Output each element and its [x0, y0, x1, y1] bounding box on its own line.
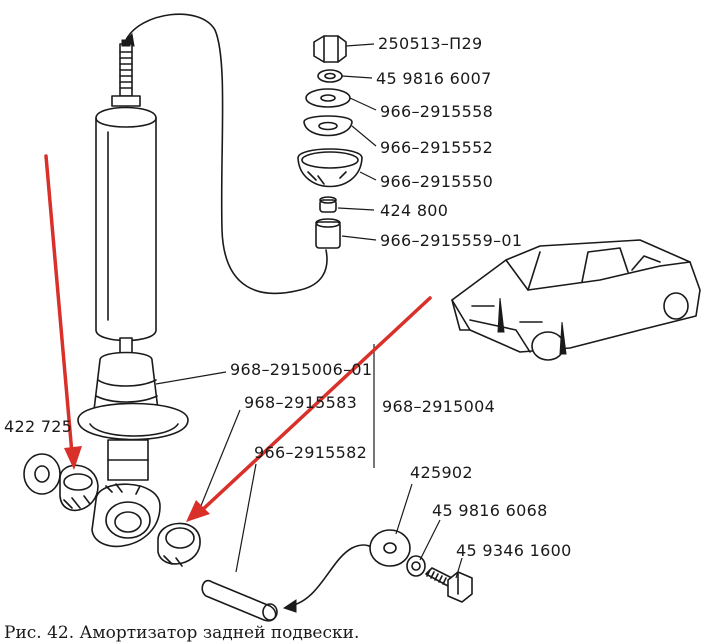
shock-absorber — [77, 39, 189, 548]
label-bushing-583: 968–2915583 — [244, 393, 357, 412]
leader-lines-lower — [155, 344, 463, 579]
lower-left-parts — [23, 453, 99, 512]
label-bolt: 45 9346 1600 — [456, 541, 572, 560]
car-illustration — [451, 239, 701, 361]
leader-lines-upper — [337, 43, 377, 241]
part-labels: 250513–П29 45 9816 6007 966–2915558 966–… — [4, 34, 572, 560]
lower-fasteners — [369, 529, 473, 603]
red-arrow-right — [186, 296, 432, 522]
label-cushion: 966–2915550 — [380, 172, 493, 191]
assembly-path-lower — [289, 544, 373, 607]
nut-icon — [313, 35, 347, 63]
label-bushing: 424 800 — [380, 201, 448, 220]
label-shock-body: 968–2915006–01 — [230, 360, 372, 379]
label-spring-washer: 45 9816 6007 — [376, 69, 492, 88]
label-left-washer: 422 725 — [4, 417, 72, 436]
label-lock-washer: 45 9816 6068 — [432, 501, 548, 520]
figure-caption: Рис. 42. Амортизатор задней подвески. — [4, 623, 359, 643]
assembly-path-upper — [125, 13, 328, 295]
upper-mount-parts — [297, 35, 363, 249]
red-arrow-left — [44, 154, 82, 470]
label-large-washer: 425902 — [410, 463, 473, 482]
bolt-head-icon — [447, 571, 473, 603]
label-washer: 966–2915558 — [380, 102, 493, 121]
lower-right-bushing — [157, 522, 201, 567]
label-assembly: 968–2915004 — [382, 397, 495, 416]
label-cup: 966–2915552 — [380, 138, 493, 157]
label-sleeve: 966–2915582 — [254, 443, 367, 462]
label-nut: 250513–П29 — [378, 34, 482, 53]
spacer-sleeve — [201, 579, 278, 622]
label-spacer: 966–2915559–01 — [380, 231, 522, 250]
assembly-arrowhead-lower — [282, 599, 297, 613]
